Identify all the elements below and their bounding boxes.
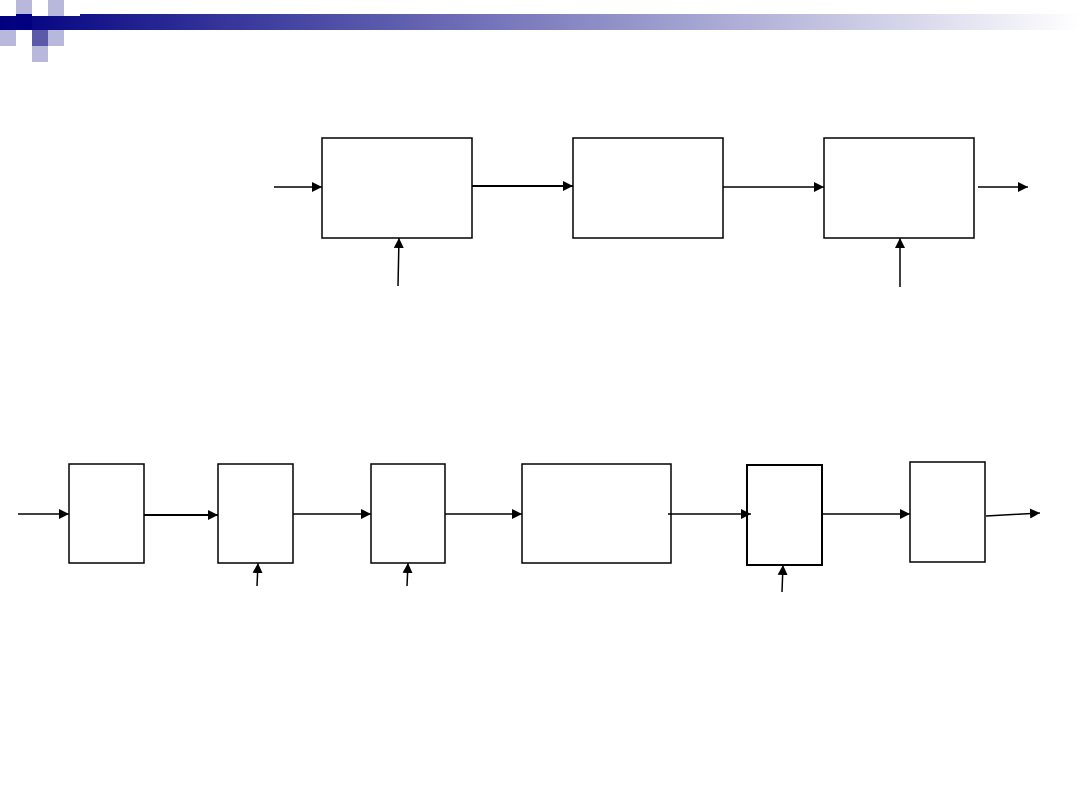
bottom-block-3	[370, 463, 446, 564]
bottom-output-arrow	[985, 508, 1041, 519]
diagram-top	[274, 137, 1028, 287]
bottom-feed-arrow-3	[402, 562, 413, 587]
header-decoration	[0, 0, 1080, 62]
header-gradient-bar	[0, 14, 1080, 30]
bottom-block-4	[521, 463, 672, 564]
bottom-block-6	[909, 461, 986, 563]
top-block-2	[572, 137, 724, 239]
diagram-bottom	[18, 461, 1041, 593]
bottom-feed-arrow-2	[252, 562, 263, 587]
bottom-feed-arrow-5	[777, 564, 788, 593]
top-block-3	[823, 137, 975, 239]
checker-logo	[0, 0, 80, 62]
top-block-1	[321, 137, 473, 239]
bottom-block-1	[68, 463, 145, 564]
bottom-block-5	[746, 464, 823, 566]
bottom-block-2	[217, 463, 294, 564]
top-feed-arrow-1	[393, 237, 404, 287]
